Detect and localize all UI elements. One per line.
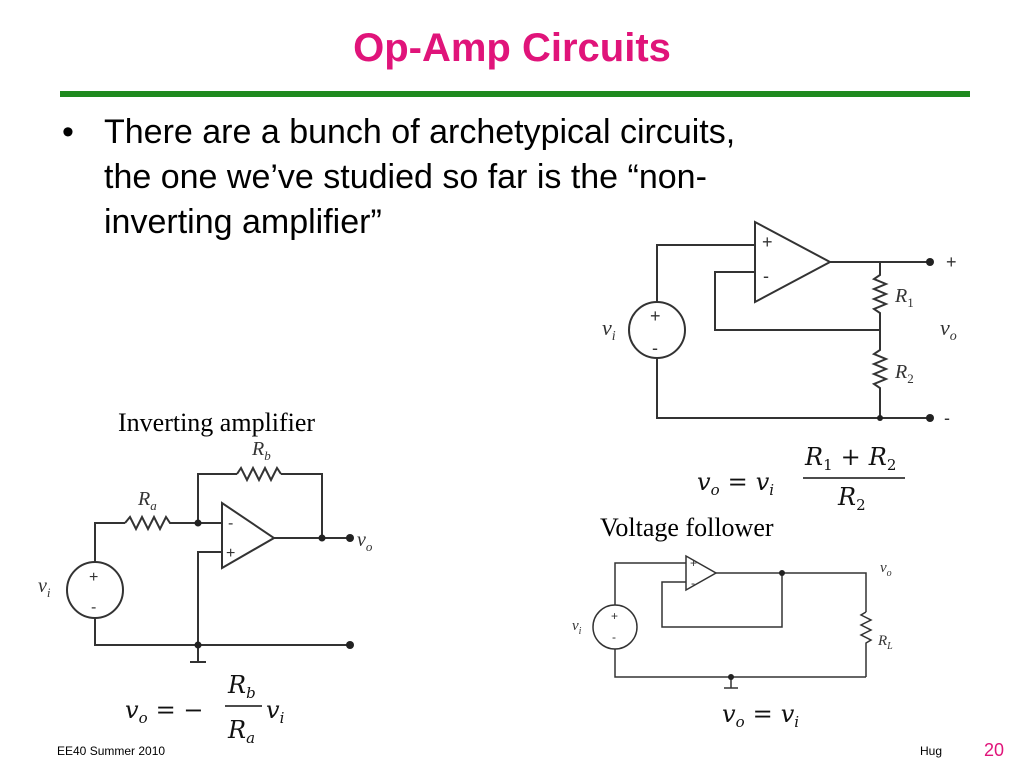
rb-label: R bbox=[251, 438, 264, 460]
vo-sub: o bbox=[950, 329, 957, 344]
svg-text:vo=vi: vo=vi bbox=[722, 700, 799, 731]
rl-sub: L bbox=[886, 641, 893, 652]
svg-text:Rb: Rb bbox=[227, 671, 256, 702]
resistor-r2-icon bbox=[871, 330, 889, 418]
vi-label: v bbox=[38, 575, 47, 597]
svg-text:vo=vi: vo=vi bbox=[697, 468, 774, 499]
bullet-line: There are a bunch of archetypical circui… bbox=[104, 113, 736, 151]
op-amp-icon bbox=[685, 554, 718, 592]
ra-label: R bbox=[137, 488, 150, 510]
follower-heading: Voltage follower bbox=[600, 513, 774, 542]
bullet-dot-icon: • bbox=[62, 113, 74, 151]
resistor-r1-icon bbox=[871, 262, 889, 330]
vo-label: v bbox=[940, 315, 950, 340]
title-rule bbox=[60, 91, 970, 97]
voltage-source-icon bbox=[592, 604, 638, 650]
bullet-line: inverting amplifier” bbox=[104, 203, 382, 241]
svg-text:RL: RL bbox=[877, 633, 893, 652]
vi-sub: i bbox=[612, 329, 616, 344]
source-minus-label: - bbox=[612, 630, 616, 644]
vo-sub: o bbox=[887, 568, 892, 579]
vo-label: v bbox=[357, 529, 366, 551]
non-inverting-equation: vo=vi R1+R2 R2 bbox=[697, 443, 905, 514]
svg-text:Ra: Ra bbox=[137, 488, 157, 513]
vo-label: v bbox=[880, 560, 887, 576]
r2-sub: 2 bbox=[907, 371, 914, 386]
op-amp-icon bbox=[221, 501, 276, 570]
source-minus-label: - bbox=[652, 338, 658, 358]
resistor-rl-icon bbox=[859, 611, 873, 677]
voltage-source-icon bbox=[628, 301, 686, 359]
follower-equation: vo=vi bbox=[722, 700, 799, 731]
rb-sub: b bbox=[264, 448, 271, 463]
svg-text:vi: vi bbox=[572, 618, 582, 637]
slide-title: Op-Amp Circuits bbox=[353, 26, 671, 70]
svg-text:vo= −: vo= − bbox=[125, 696, 203, 727]
opamp-minus-label: - bbox=[228, 515, 233, 532]
bullet-list: • There are a bunch of archetypical circ… bbox=[62, 110, 962, 245]
svg-text:Ra: Ra bbox=[227, 716, 255, 747]
source-minus-label: - bbox=[91, 599, 96, 616]
svg-text:vo: vo bbox=[880, 560, 892, 579]
footer-author: Hug bbox=[920, 744, 943, 758]
ra-sub: a bbox=[150, 498, 157, 513]
resistor-rb-icon bbox=[236, 465, 282, 483]
bullet-line: the one we’ve studied so far is the “non… bbox=[104, 158, 707, 196]
output-plus-label: + bbox=[946, 252, 957, 272]
svg-text:Rb: Rb bbox=[251, 438, 271, 463]
opamp-minus-label: - bbox=[763, 266, 769, 286]
svg-text:vo: vo bbox=[357, 529, 373, 554]
source-plus-label: + bbox=[611, 609, 618, 623]
vi-label: v bbox=[602, 315, 612, 340]
vi-label: v bbox=[572, 618, 579, 634]
svg-text:R2: R2 bbox=[837, 483, 866, 514]
r1-label: R bbox=[894, 285, 907, 307]
bullet-item: • There are a bunch of archetypical circ… bbox=[62, 110, 962, 245]
r1-sub: 1 bbox=[907, 295, 914, 310]
svg-text:vi: vi bbox=[602, 315, 616, 344]
footer-course: EE40 Summer 2010 bbox=[57, 744, 166, 758]
inverting-heading: Inverting amplifier bbox=[118, 408, 316, 437]
r2-label: R bbox=[894, 361, 907, 383]
vi-sub: i bbox=[47, 585, 51, 600]
rl-label: R bbox=[877, 633, 887, 649]
opamp-plus-label: + bbox=[690, 556, 697, 570]
svg-text:vi: vi bbox=[266, 696, 285, 727]
inverting-equation: vo= − Rb Ra vi bbox=[125, 671, 285, 747]
resistor-ra-icon bbox=[124, 514, 198, 532]
svg-text:vo: vo bbox=[940, 315, 957, 344]
source-plus-label: + bbox=[650, 306, 661, 326]
vi-sub: i bbox=[579, 626, 582, 637]
opamp-plus-label: + bbox=[226, 545, 235, 562]
vo-sub: o bbox=[366, 539, 373, 554]
svg-text:R1+R2: R1+R2 bbox=[804, 443, 896, 474]
page-number: 20 bbox=[984, 740, 1005, 760]
output-minus-label: - bbox=[944, 408, 950, 428]
svg-text:R1: R1 bbox=[894, 285, 914, 310]
source-plus-label: + bbox=[89, 569, 98, 586]
opamp-minus-label: - bbox=[691, 576, 695, 590]
voltage-source-icon bbox=[66, 561, 124, 619]
svg-text:R2: R2 bbox=[894, 361, 914, 386]
svg-text:vi: vi bbox=[38, 575, 51, 600]
